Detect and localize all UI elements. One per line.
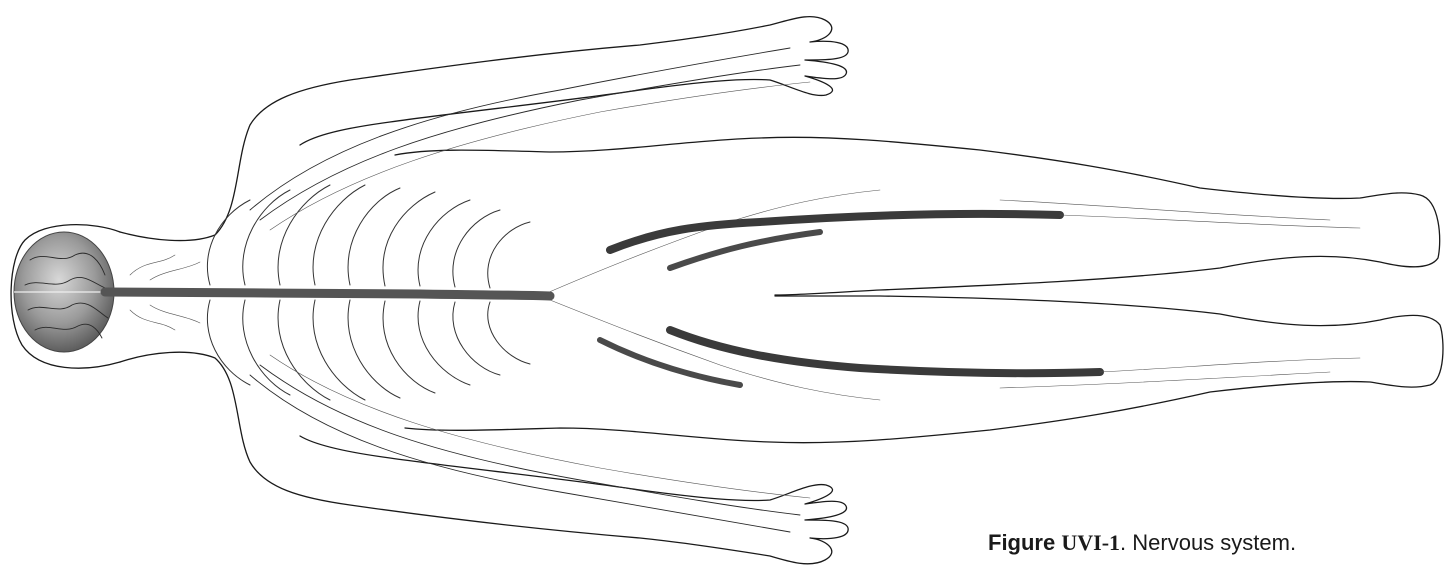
- figure-label: Figure: [988, 530, 1055, 555]
- sciatic-nerve-upper: [610, 214, 1060, 250]
- brain: [14, 232, 114, 352]
- sciatic-nerve-lower: [670, 330, 1100, 373]
- figure-caption: Figure UVI-1. Nervous system.: [988, 530, 1296, 556]
- leg-nerves: [540, 190, 1360, 400]
- upper-torso-outline: [120, 17, 848, 241]
- caption-text: . Nervous system.: [1120, 530, 1296, 555]
- figure-number: UVI-1: [1061, 530, 1120, 555]
- sciatic-nerve-upper-2: [670, 232, 820, 268]
- spinal-cord: [105, 292, 550, 296]
